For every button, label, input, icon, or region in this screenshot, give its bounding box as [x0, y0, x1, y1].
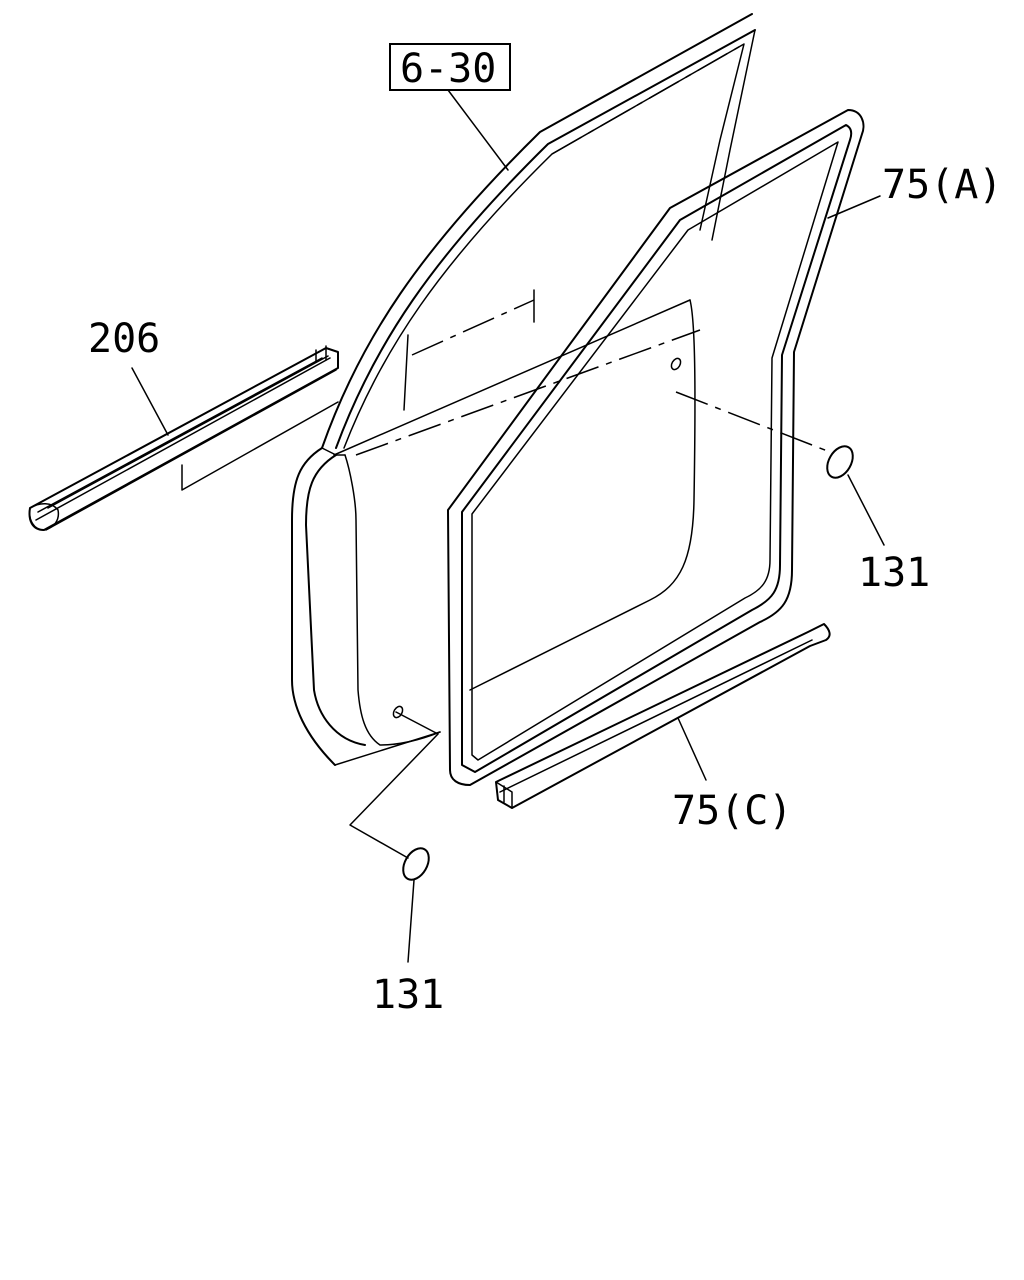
part-label-75a: 75(A) [882, 162, 1002, 208]
glass-run-strip-206 [28, 345, 339, 531]
part-label-206: 206 [88, 316, 160, 362]
leader-lines [131, 89, 885, 963]
plug-131-bottom [349, 705, 439, 881]
door-window-frame [321, 13, 756, 456]
part-label-131-bottom: 131 [372, 972, 444, 1018]
door-inner-panel [291, 299, 696, 766]
part-label-131-right: 131 [858, 550, 930, 596]
door-weatherstrip-75a [447, 109, 865, 786]
ref-box-frame [389, 43, 511, 91]
plug-131-right [670, 357, 854, 479]
ref-box-label: 6-30 [400, 46, 496, 92]
part-label-75c: 75(C) [672, 788, 792, 834]
weatherstrip-75c [495, 623, 831, 809]
